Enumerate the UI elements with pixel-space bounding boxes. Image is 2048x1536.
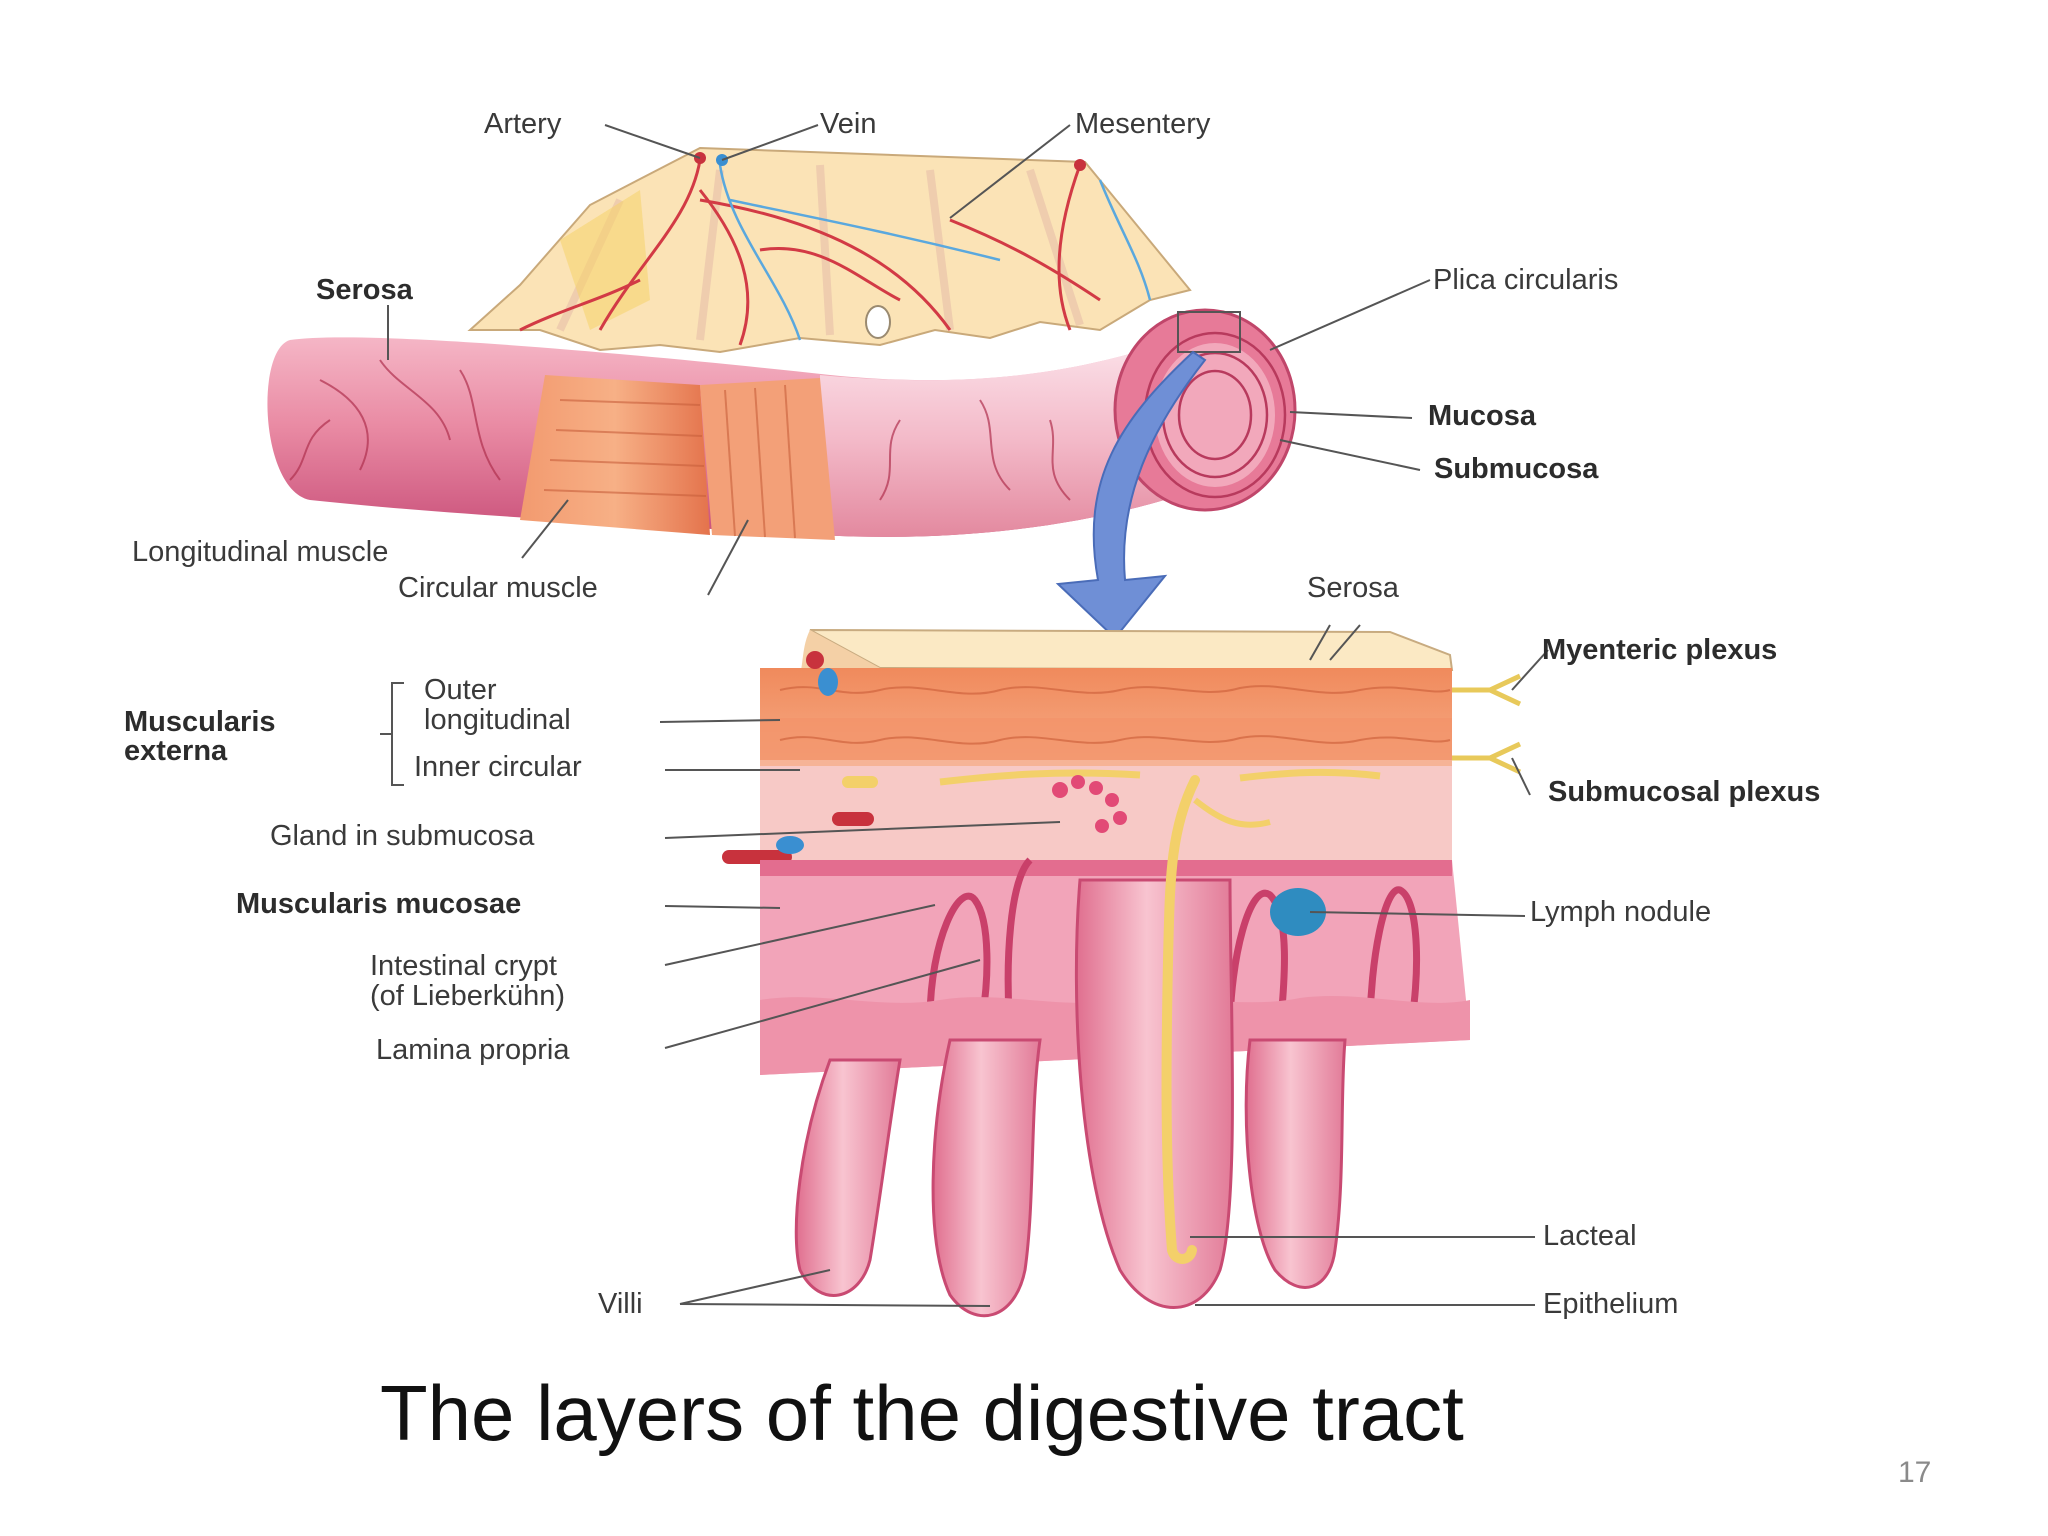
villus-3 (1074, 878, 1234, 1309)
outer-longitudinal-label-line1: Outer (424, 674, 497, 706)
muscularis-mucosae (760, 860, 1452, 876)
epithelium-label: Epithelium (1543, 1288, 1679, 1320)
villus-1 (794, 1058, 902, 1297)
submucosal-plexus-label: Submucosal plexus (1548, 776, 1821, 808)
serosa-layer (809, 629, 1454, 672)
longitudinal-muscle-band (520, 375, 710, 535)
page-number: 17 (1898, 1456, 1932, 1489)
slide-caption: The layers of the digestive tract (380, 1369, 1464, 1457)
outer-longitudinal-label-line2: longitudinal (424, 704, 571, 736)
mesentery-sheet (467, 146, 1192, 354)
zoom-box (1177, 311, 1241, 353)
intestinal-crypt-label-line1: Intestinal crypt (370, 950, 557, 982)
villi-label: Villi (598, 1288, 643, 1320)
plica-circularis-label: Plica circularis (1433, 264, 1619, 296)
gland-in-submucosa-label: Gland in submucosa (270, 820, 535, 852)
circular-muscle-band (700, 378, 835, 540)
lymph-nodule-label: Lymph nodule (1530, 896, 1712, 928)
inner-circular-label: Inner circular (414, 751, 582, 783)
lymph-nodule (1270, 888, 1326, 936)
mesentery-label: Mesentery (1075, 108, 1211, 140)
serosa-top-label: Serosa (316, 274, 413, 306)
gland (1052, 775, 1127, 833)
longitudinal-muscle-label: Longitudinal muscle (132, 536, 389, 568)
intestinal-crypt-label-line2: (of Lieberkühn) (370, 980, 566, 1012)
villus-4 (1244, 1038, 1347, 1289)
artery-label: Artery (484, 108, 562, 140)
myenteric-plexus-label: Myenteric plexus (1542, 634, 1778, 666)
muscularis-mucosae-label: Muscularis mucosae (236, 888, 522, 920)
mucosa-label: Mucosa (1428, 400, 1536, 432)
circular-muscle-label: Circular muscle (398, 572, 598, 604)
lamina-propria-label: Lamina propria (376, 1034, 570, 1066)
muscularis-externa-label: Muscularis externa (124, 708, 364, 766)
muscularis-externa-text: Muscularis externa (124, 706, 276, 767)
villus-2 (931, 1038, 1042, 1318)
lacteal-label: Lacteal (1543, 1220, 1637, 1252)
submucosa-label: Submucosa (1434, 453, 1599, 485)
serosa-bottom-label: Serosa (1307, 572, 1399, 604)
vein-label: Vein (820, 108, 877, 140)
lacteal-vessel (1161, 775, 1200, 1264)
